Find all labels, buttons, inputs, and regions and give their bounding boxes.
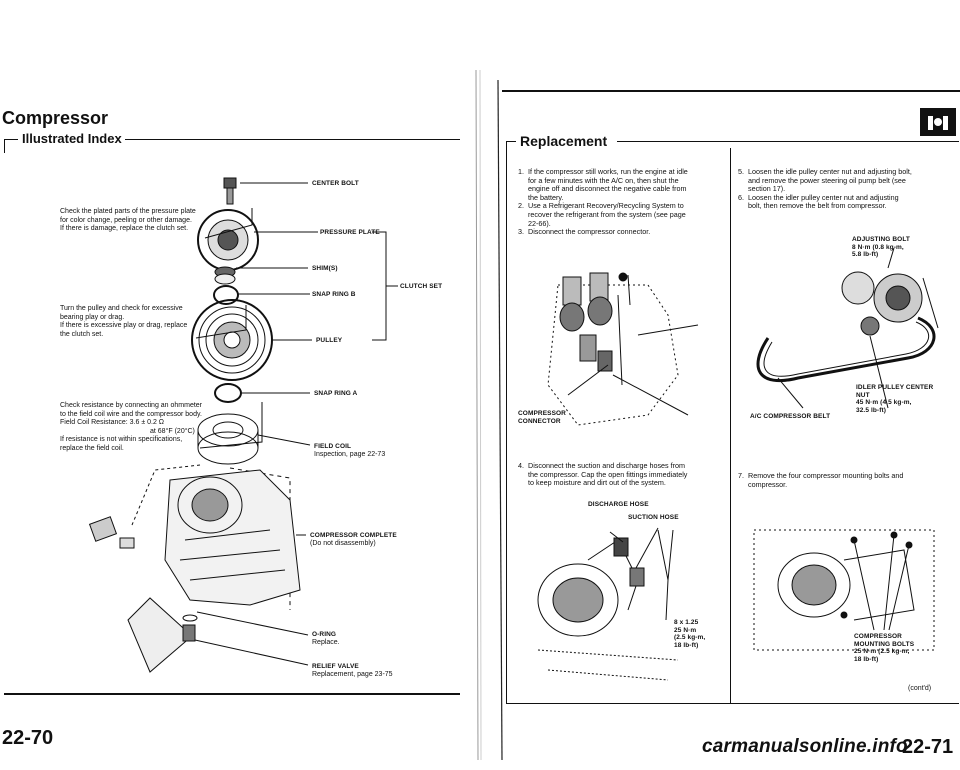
steps-5-6: 5. Loosen the idle pulley center nut and…: [738, 167, 912, 211]
label-relief-valve: RELIEF VALVE Replacement, page 23-75: [312, 663, 393, 678]
page-number-right: 22-71: [902, 736, 954, 758]
label-snap-ring-b: SNAP RING B: [312, 291, 356, 298]
subtitle-rule-corner: [4, 139, 5, 153]
label-field-coil: FIELD COIL Inspection, page 22-73: [314, 443, 386, 458]
label-pressure-plate: PRESSURE PLATE: [320, 229, 380, 236]
snap-ring-a-drawing: [214, 383, 242, 403]
section-tab: [920, 108, 956, 136]
label-o-ring: O-RING Replace.: [312, 631, 340, 646]
right-page: Replacement 1. If the compressor still w…: [482, 0, 960, 770]
label-compressor-connector: COMPRESSOR CONNECTOR: [518, 410, 566, 425]
label-discharge-hose: DISCHARGE HOSE: [588, 501, 649, 508]
title-rule-left: [506, 141, 516, 142]
label-adjusting-bolt: ADJUSTING BOLT 8 N·m (0.8 kg-m, 5.8 lb-f…: [852, 236, 910, 258]
book-gutter: [475, 69, 503, 761]
compressor-body-drawing: [164, 469, 301, 606]
label-hose-torque: 8 x 1.25 25 N·m (2.5 kg-m, 18 lb-ft): [674, 619, 706, 649]
label-idler-pulley: IDLER PULLEY CENTER NUT 45 N·m (4.5 kg-m…: [856, 384, 934, 414]
label-mounting-bolts: COMPRESSOR MOUNTING BOLTS 25 N·m (2.5 kg…: [854, 633, 915, 663]
page-number: 22-70: [2, 727, 54, 749]
heater-ac-icon: [928, 116, 948, 130]
label-ac-belt: A/C COMPRESSOR BELT: [750, 413, 831, 420]
subtitle-rule-left: [4, 139, 18, 140]
column-divider: [730, 148, 731, 703]
label-snap-ring-a: SNAP RING A: [314, 390, 358, 397]
frame-left: [506, 141, 507, 703]
bracket-plate-drawing: [127, 597, 193, 673]
bottom-rule: [4, 693, 460, 695]
belt-illustration: [756, 247, 939, 409]
pulley-note: Turn the pulley and check for excessive …: [60, 305, 188, 338]
continued-label: (cont'd): [908, 685, 932, 692]
pressure-plate-note: Check the plated parts of the pressure p…: [60, 208, 196, 232]
clutch-exploded-diagram: [88, 177, 398, 673]
label-suction-hose: SUCTION HOSE: [628, 514, 679, 521]
label-pulley: PULLEY: [316, 337, 343, 344]
snap-ring-b-drawing: [213, 285, 239, 305]
pulley-drawing: [191, 299, 273, 381]
label-shims: SHIM(S): [312, 265, 338, 272]
field-coil-drawing: [197, 413, 259, 465]
replacement-title: Replacement: [520, 133, 608, 149]
relief-valve-drawing: [182, 624, 196, 642]
label-compressor-complete: COMPRESSOR COMPLETE (Do not disassembly): [310, 532, 397, 547]
step-4: 4. Disconnect the suction and discharge …: [518, 461, 688, 488]
watermark: carmanualsonline.info: [702, 736, 908, 757]
step-7: 7. Remove the four compressor mounting b…: [738, 471, 904, 489]
mounting-bolts-illustration: [753, 529, 935, 651]
hoses-illustration: [537, 527, 679, 681]
title-rule-right: [617, 141, 959, 142]
center-bolt-drawing: [223, 177, 237, 205]
steps-1-3: 1. If the compressor still works, run th…: [518, 167, 688, 237]
connector-illustration: [547, 272, 699, 426]
top-rule: [502, 90, 960, 92]
pressure-plate-drawing: [197, 209, 259, 271]
section-subtitle: Illustrated Index: [22, 131, 122, 146]
field-coil-note: Check resistance by connecting an ohmmet…: [60, 402, 203, 452]
left-page: Compressor Illustrated Index Check the p…: [0, 0, 478, 770]
label-center-bolt: CENTER BOLT: [312, 180, 359, 187]
label-clutch-set: CLUTCH SET: [400, 283, 443, 290]
frame-bottom: [506, 703, 959, 704]
page-title: Compressor: [2, 108, 109, 128]
subtitle-rule: [125, 139, 460, 140]
connector-drawing: [88, 516, 135, 549]
